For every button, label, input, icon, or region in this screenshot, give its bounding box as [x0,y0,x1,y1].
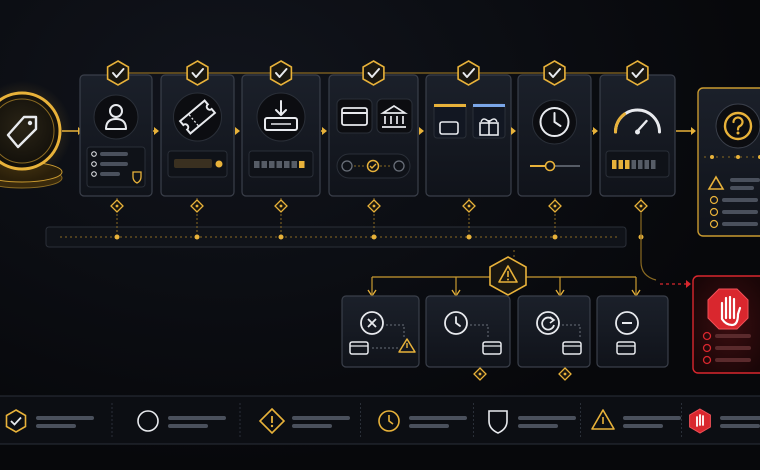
clock-icon [444,311,468,335]
user-icon [93,94,139,140]
legend-items [5,403,760,439]
legend-item [137,410,226,432]
step-arrow [511,127,516,135]
stop-hand-icon [707,288,749,330]
check-hex-icon [269,60,293,86]
timeline-dot [194,234,200,240]
shield-icon [488,410,508,434]
widget-form-list [86,146,146,188]
blocked-connector [640,213,691,288]
start-coin-node[interactable] [0,81,72,189]
price-tag-icon [6,115,38,149]
diamond-marker [558,367,572,381]
wallet-gift-icon [433,103,506,139]
diamond-marker [634,199,648,213]
legend-item [591,409,681,430]
diamond-marker [110,199,124,213]
timeline-bar [45,226,627,248]
timeline-dot [114,234,120,240]
timeline-dot [552,234,558,240]
widget-progress-segments [248,150,314,178]
minus-circle-icon [615,311,639,335]
step-arrow [592,127,598,135]
diamond-marker [548,199,562,213]
end-question-node[interactable] [697,87,760,237]
check-hex-icon [457,60,480,86]
check-hex-icon [186,60,209,86]
check-hex-icon [543,60,566,86]
step-card-payment[interactable] [328,60,419,197]
gauge-icon [613,108,661,135]
legend-item [378,410,467,432]
diamond-marker [190,199,204,213]
diamond-marker [462,199,476,213]
timeline-dot [278,234,284,240]
step-arrow [153,127,159,135]
timeline-markers [110,198,648,240]
step-cards [79,60,696,197]
refresh-icon [536,311,560,335]
step-arrow [321,127,327,135]
timeline-dot [466,234,472,240]
warning-triangle-icon [398,338,416,353]
blocked-node[interactable] [692,275,760,374]
diamond-marker [274,199,288,213]
legend-item [689,408,760,434]
widget-level-bars [605,150,670,178]
circle-icon [137,410,159,432]
warning-list [707,175,760,229]
check-hex-icon [106,60,130,86]
warning-triangle-icon [591,409,615,430]
diamond-marker [367,199,381,213]
wallet-icon [349,341,369,355]
x-circle-icon [360,311,384,335]
widget-slider [530,160,580,172]
step-card-coupon[interactable] [160,60,235,197]
check-hex-icon [626,60,649,86]
branch-card-remove[interactable] [596,295,669,368]
step-card-download[interactable] [241,60,321,197]
timeline-dot [371,234,377,240]
legend-item [5,409,94,433]
warning-triangle-icon [498,265,518,283]
branch-card-retry[interactable] [517,295,591,368]
check-hex-icon [362,60,385,86]
download-tray-icon [256,92,306,142]
wallet-icon [482,341,502,355]
step-arrow [676,127,696,135]
clock-icon [532,99,577,145]
widget-input-check [167,150,228,178]
legend-item [258,407,350,435]
branch-card-cancel[interactable] [341,295,420,368]
error-list [702,331,751,365]
stop-hand-icon [689,408,711,434]
step-arrow [235,127,240,135]
widget-option-toggle [336,153,411,179]
ticket-icon [173,92,222,142]
legend-item [488,410,576,434]
step-arrow [419,127,424,135]
step-card-identity[interactable] [79,60,153,197]
wallet-icon [562,341,582,355]
clock-icon [378,410,400,432]
question-icon [723,111,753,141]
step-card-wallet[interactable] [425,60,512,197]
diamond-marker [473,367,487,381]
wallet-icon [616,341,636,355]
branch-cards [341,295,669,381]
decision-warning-node[interactable] [489,256,527,296]
step-card-gauge[interactable] [599,60,676,197]
step-card-timer[interactable] [517,60,592,197]
branch-card-delay[interactable] [425,295,511,368]
check-hex-icon [5,409,27,433]
warning-diamond-icon [258,407,286,435]
card-bank-icon [336,98,413,134]
